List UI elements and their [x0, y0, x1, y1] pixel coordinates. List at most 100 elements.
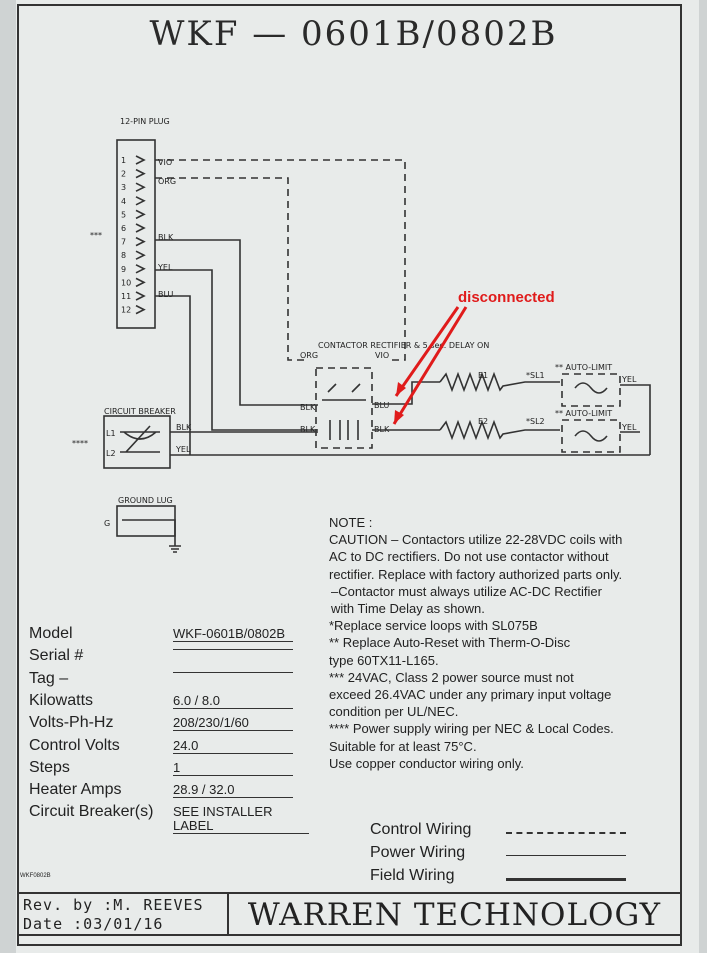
revision-by: Rev. by :M. REEVES: [23, 896, 204, 914]
pin-contact: [135, 155, 146, 165]
note-line: **** Power supply wiring per NEC & Local…: [329, 721, 614, 737]
contactor-label: CONTACTOR RECTIFIER & 5 sec. DELAY ON: [318, 341, 489, 350]
auto-limit-label-1: ** AUTO-LIMIT: [555, 363, 612, 372]
element2-label: E2: [478, 417, 488, 426]
circuit-breaker-label: CIRCUIT BREAKER: [104, 407, 176, 416]
auto-limit-2: [561, 419, 621, 453]
spec-row: Steps 1: [29, 759, 319, 781]
pin-contact: [135, 304, 146, 315]
pin-number: 2: [121, 170, 126, 179]
yel-wire-plug: [155, 269, 318, 431]
note-line: rectifier. Replace with factory authoriz…: [329, 566, 623, 582]
spec-row: Control Volts 24.0: [29, 737, 319, 759]
note-line: *Replace service loops with SL075B: [329, 618, 538, 634]
pin-number: 5: [121, 210, 126, 219]
note-line: ** Replace Auto-Reset with Therm-O-Disc: [329, 635, 571, 651]
pin-contact: [135, 277, 146, 288]
spec-value: 6.0 / 8.0: [173, 693, 293, 709]
plug-label: 12-PIN PLUG: [120, 117, 170, 126]
contactor-contacts: [322, 383, 366, 440]
ground-lug-box: [116, 505, 176, 537]
heating-element-1: [439, 371, 560, 393]
spec-row: Volts-Ph-Hz 208/230/1/60: [29, 714, 319, 736]
pin-number: 4: [121, 197, 126, 206]
spec-value: 1: [173, 760, 293, 776]
legend-line-thick: [506, 878, 626, 881]
spec-value: [173, 649, 293, 651]
spec-value: [173, 671, 293, 673]
legend-label: Power Wiring: [370, 844, 466, 861]
spec-value: 28.9 / 32.0: [173, 783, 293, 799]
blk-wire-plug: [155, 239, 318, 406]
ground-symbol: [122, 519, 181, 553]
return-wires: [620, 384, 651, 455]
blk-label-plug: BLK: [158, 233, 174, 242]
vio-label-contactor: VIO: [375, 351, 389, 360]
note-block: NOTE :CAUTION – Contactors utilize 22-28…: [329, 514, 689, 772]
pin-number: 11: [121, 292, 131, 301]
spec-row: Circuit Breaker(s)SEE INSTALLER LABEL: [29, 803, 319, 835]
sl2-label: *SL2: [526, 417, 545, 426]
vio-label: VIO: [158, 158, 172, 167]
spec-row: Heater Amps 28.9 / 32.0: [29, 781, 319, 803]
spec-row: Kilowatts 6.0 / 8.0: [29, 692, 319, 714]
vio-wire: [155, 159, 406, 361]
spec-value: WKF-0601B/0802B: [173, 627, 293, 642]
pin-number: 10: [121, 278, 131, 287]
part-number: WKF0802B: [20, 873, 51, 879]
legend-line-dashed: [506, 832, 626, 834]
auto-limit-label-2: ** AUTO-LIMIT: [555, 409, 612, 418]
heating-element-2: [439, 419, 560, 441]
red-arrowhead-1: [396, 382, 406, 396]
l1-label: L1: [106, 429, 116, 438]
auto-limit-symbols: [574, 382, 608, 442]
yel-label-plug: YEL: [157, 263, 173, 272]
yel-label-limit-1: YEL: [621, 375, 637, 384]
red-arrowhead-2: [394, 410, 404, 424]
spec-key: Heater Amps: [29, 781, 122, 799]
spec-key: Steps: [29, 758, 70, 776]
blk-label-contactor-1: BLK: [300, 403, 316, 412]
pin-number: 12: [121, 306, 131, 315]
legend-line-thin: [506, 855, 626, 856]
breaker-symbol: [120, 425, 160, 453]
spec-value: 208/230/1/60: [173, 716, 293, 732]
legend-label: Control Wiring: [370, 821, 472, 838]
spec-value: SEE INSTALLER LABEL: [173, 805, 309, 835]
spec-key: Volts-Ph-Hz: [29, 714, 114, 732]
note-line: exceed 26.4VAC under any primary input v…: [329, 687, 612, 703]
red-arrow-1: [394, 306, 460, 397]
label-frame: [17, 4, 682, 946]
blk-label-contactor-2: BLK: [300, 425, 316, 434]
org-label-contactor: ORG: [300, 351, 318, 360]
note-line: *** 24VAC, Class 2 power source must not: [329, 669, 574, 685]
note-line: type 60TX11-L165.: [329, 652, 439, 668]
circuit-breaker-box: [103, 415, 171, 469]
org-label: ORG: [158, 177, 176, 186]
blu-wire-plug: [155, 295, 191, 455]
yel-label-limit-2: YEL: [621, 423, 637, 432]
pin-contact: [135, 168, 146, 179]
note-line: AC to DC rectifiers. Do not use contacto…: [329, 549, 609, 565]
pin-contact: [135, 291, 146, 301]
l2-label: L2: [106, 449, 116, 458]
spec-key: Tag –: [29, 669, 69, 687]
spec-key: Control Volts: [29, 736, 120, 754]
line-wires: [170, 431, 650, 456]
stars-breaker: ****: [72, 439, 88, 448]
blu-label-plug: BLU: [158, 290, 174, 299]
note-line: with Time Delay as shown.: [331, 601, 485, 617]
model-title: WKF — 0601B/0802B: [149, 14, 558, 54]
spec-value: 24.0: [173, 738, 293, 754]
pin-contact: [135, 236, 146, 247]
legend-label: Field Wiring: [370, 867, 455, 884]
spec-row: Serial #: [29, 647, 319, 669]
spec-key: Kilowatts: [29, 691, 94, 709]
sl1-label: *SL1: [526, 371, 545, 380]
pin-contact: [135, 209, 146, 220]
pin-number: 7: [121, 238, 126, 247]
org-wire: [155, 177, 305, 361]
revision-date: Date :03/01/16: [23, 915, 164, 933]
note-line: condition per UL/NEC.: [329, 704, 459, 720]
